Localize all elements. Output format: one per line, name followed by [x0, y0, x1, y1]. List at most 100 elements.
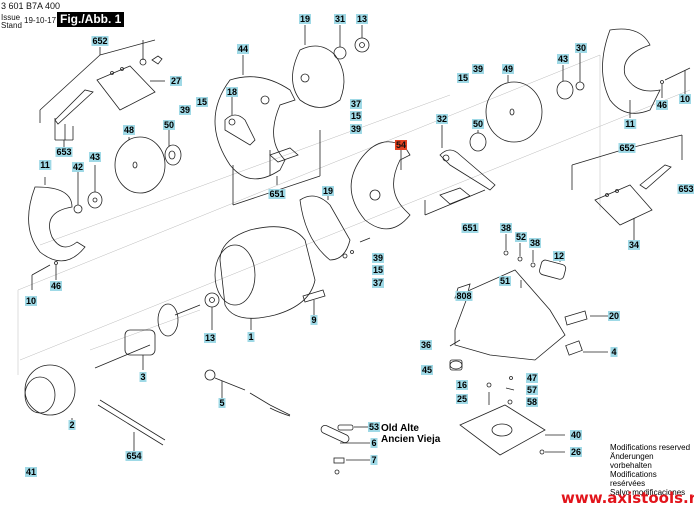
callout-part-34[interactable]: 34 [627, 240, 641, 250]
callout-part-652[interactable]: 652 [91, 36, 109, 46]
callout-part-808[interactable]: 808 [455, 291, 473, 301]
callout-part-9[interactable]: 9 [310, 315, 318, 325]
part-15-washer-b [350, 250, 354, 254]
callout-part-10[interactable]: 10 [24, 296, 38, 306]
part-48-grinding-wheel [114, 136, 166, 194]
part-37-washer-b [342, 253, 348, 259]
part-7-clip [333, 457, 370, 464]
figure-label: Fig./Abb. 1 [57, 12, 125, 27]
callout-part-7[interactable]: 7 [370, 455, 378, 465]
part-50-flange [164, 130, 182, 166]
assembly-guide-lines [17, 54, 691, 375]
old-version-note: Old Alte Ancien Vieja [381, 423, 440, 445]
callout-part-40[interactable]: 40 [569, 430, 583, 440]
callout-part-36[interactable]: 36 [419, 340, 433, 350]
callout-part-38[interactable]: 38 [499, 223, 513, 233]
callout-part-51[interactable]: 51 [498, 276, 512, 286]
callout-part-10[interactable]: 10 [678, 94, 692, 104]
callout-part-654[interactable]: 654 [125, 451, 143, 461]
callout-part-3[interactable]: 3 [139, 372, 147, 382]
part-4-switch [565, 340, 608, 356]
callout-part-47[interactable]: 47 [525, 373, 539, 383]
callout-part-31[interactable]: 31 [333, 14, 347, 24]
part-3-armature [94, 303, 201, 370]
callout-part-11[interactable]: 11 [624, 119, 636, 129]
callout-part-4[interactable]: 4 [610, 347, 618, 357]
callout-part-1[interactable]: 1 [247, 332, 255, 342]
callout-part-39[interactable]: 39 [371, 253, 385, 263]
callout-part-15[interactable]: 15 [349, 111, 363, 121]
part-11-right-guard [602, 28, 661, 118]
callout-part-19[interactable]: 19 [298, 14, 312, 24]
part-41-screw [334, 469, 340, 475]
callout-part-43[interactable]: 43 [88, 152, 102, 162]
callout-part-58[interactable]: 58 [525, 397, 539, 407]
callout-part-39[interactable]: 39 [471, 64, 485, 74]
callout-part-653[interactable]: 653 [677, 184, 694, 194]
callout-part-18[interactable]: 18 [225, 87, 239, 97]
part-46-washer-right [660, 80, 664, 98]
part-27-eye-shield [96, 65, 165, 111]
callout-part-25[interactable]: 25 [455, 394, 469, 404]
callout-part-5[interactable]: 5 [218, 398, 226, 408]
callout-part-45[interactable]: 45 [420, 365, 434, 375]
callout-part-37[interactable]: 37 [371, 278, 385, 288]
callout-part-651[interactable]: 651 [268, 189, 286, 199]
callout-part-13[interactable]: 13 [203, 333, 217, 343]
callout-part-20[interactable]: 20 [607, 311, 621, 321]
part-53-plug-part [337, 424, 370, 431]
callout-part-2[interactable]: 2 [68, 420, 76, 430]
callout-part-15[interactable]: 15 [371, 265, 385, 275]
callout-part-19[interactable]: 19 [321, 186, 335, 196]
callout-part-6[interactable]: 6 [370, 438, 378, 448]
modifications-en: Modifications reserved [610, 443, 691, 452]
part-11-left-guard [28, 177, 86, 262]
callout-part-16[interactable]: 16 [455, 380, 469, 390]
callout-part-50[interactable]: 50 [471, 119, 485, 129]
callout-part-41[interactable]: 41 [24, 467, 38, 477]
callout-part-13[interactable]: 13 [355, 14, 369, 24]
callout-part-37[interactable]: 37 [349, 99, 363, 109]
part-42-nut [73, 172, 83, 214]
callout-part-39[interactable]: 39 [349, 124, 363, 134]
part-5-cord [204, 369, 291, 417]
callout-part-32[interactable]: 32 [435, 114, 449, 124]
callout-part-652[interactable]: 652 [618, 143, 636, 153]
callout-part-50[interactable]: 50 [162, 120, 176, 130]
callout-part-15[interactable]: 15 [456, 73, 470, 83]
modifications-es: Salvo modificaciones [610, 488, 686, 497]
callout-part-26[interactable]: 26 [569, 447, 583, 457]
callout-part-12[interactable]: 12 [552, 251, 566, 261]
part-49-grinding-wheel-right [485, 75, 543, 143]
callout-part-53[interactable]: 53 [367, 422, 381, 432]
part-653-clamp [54, 89, 94, 147]
part-38-washer [503, 234, 509, 256]
callout-part-11[interactable]: 11 [39, 160, 51, 170]
callout-part-49[interactable]: 49 [501, 64, 515, 74]
callout-part-44[interactable]: 44 [236, 44, 250, 54]
website-link[interactable]: www.axistools.ru [561, 489, 694, 507]
part-16-washer [486, 382, 492, 388]
callout-part-15[interactable]: 15 [195, 97, 209, 107]
callout-part-653[interactable]: 653 [55, 147, 73, 157]
modifications-de: Änderungen vorbehalten [610, 452, 654, 470]
callout-part-43[interactable]: 43 [556, 54, 570, 64]
callout-part-46[interactable]: 46 [655, 100, 669, 110]
issue-label-de: Stand [1, 21, 22, 30]
callout-part-57[interactable]: 57 [525, 385, 539, 395]
callout-part-38[interactable]: 38 [528, 238, 542, 248]
part-40-base-plate [459, 404, 565, 456]
issue-label-en: Issue [1, 13, 21, 22]
callout-part-42[interactable]: 42 [71, 162, 85, 172]
callout-part-651[interactable]: 651 [461, 223, 479, 233]
callout-part-39[interactable]: 39 [178, 105, 192, 115]
part-54-right-inner-guard [350, 141, 411, 230]
callout-part-27[interactable]: 27 [169, 76, 183, 86]
callout-part-52[interactable]: 52 [514, 232, 528, 242]
callout-part-54[interactable]: 54 [394, 140, 408, 150]
part-47 [509, 376, 513, 380]
callout-part-30[interactable]: 30 [574, 43, 588, 53]
callout-part-48[interactable]: 48 [122, 125, 136, 135]
callout-part-46[interactable]: 46 [49, 281, 63, 291]
